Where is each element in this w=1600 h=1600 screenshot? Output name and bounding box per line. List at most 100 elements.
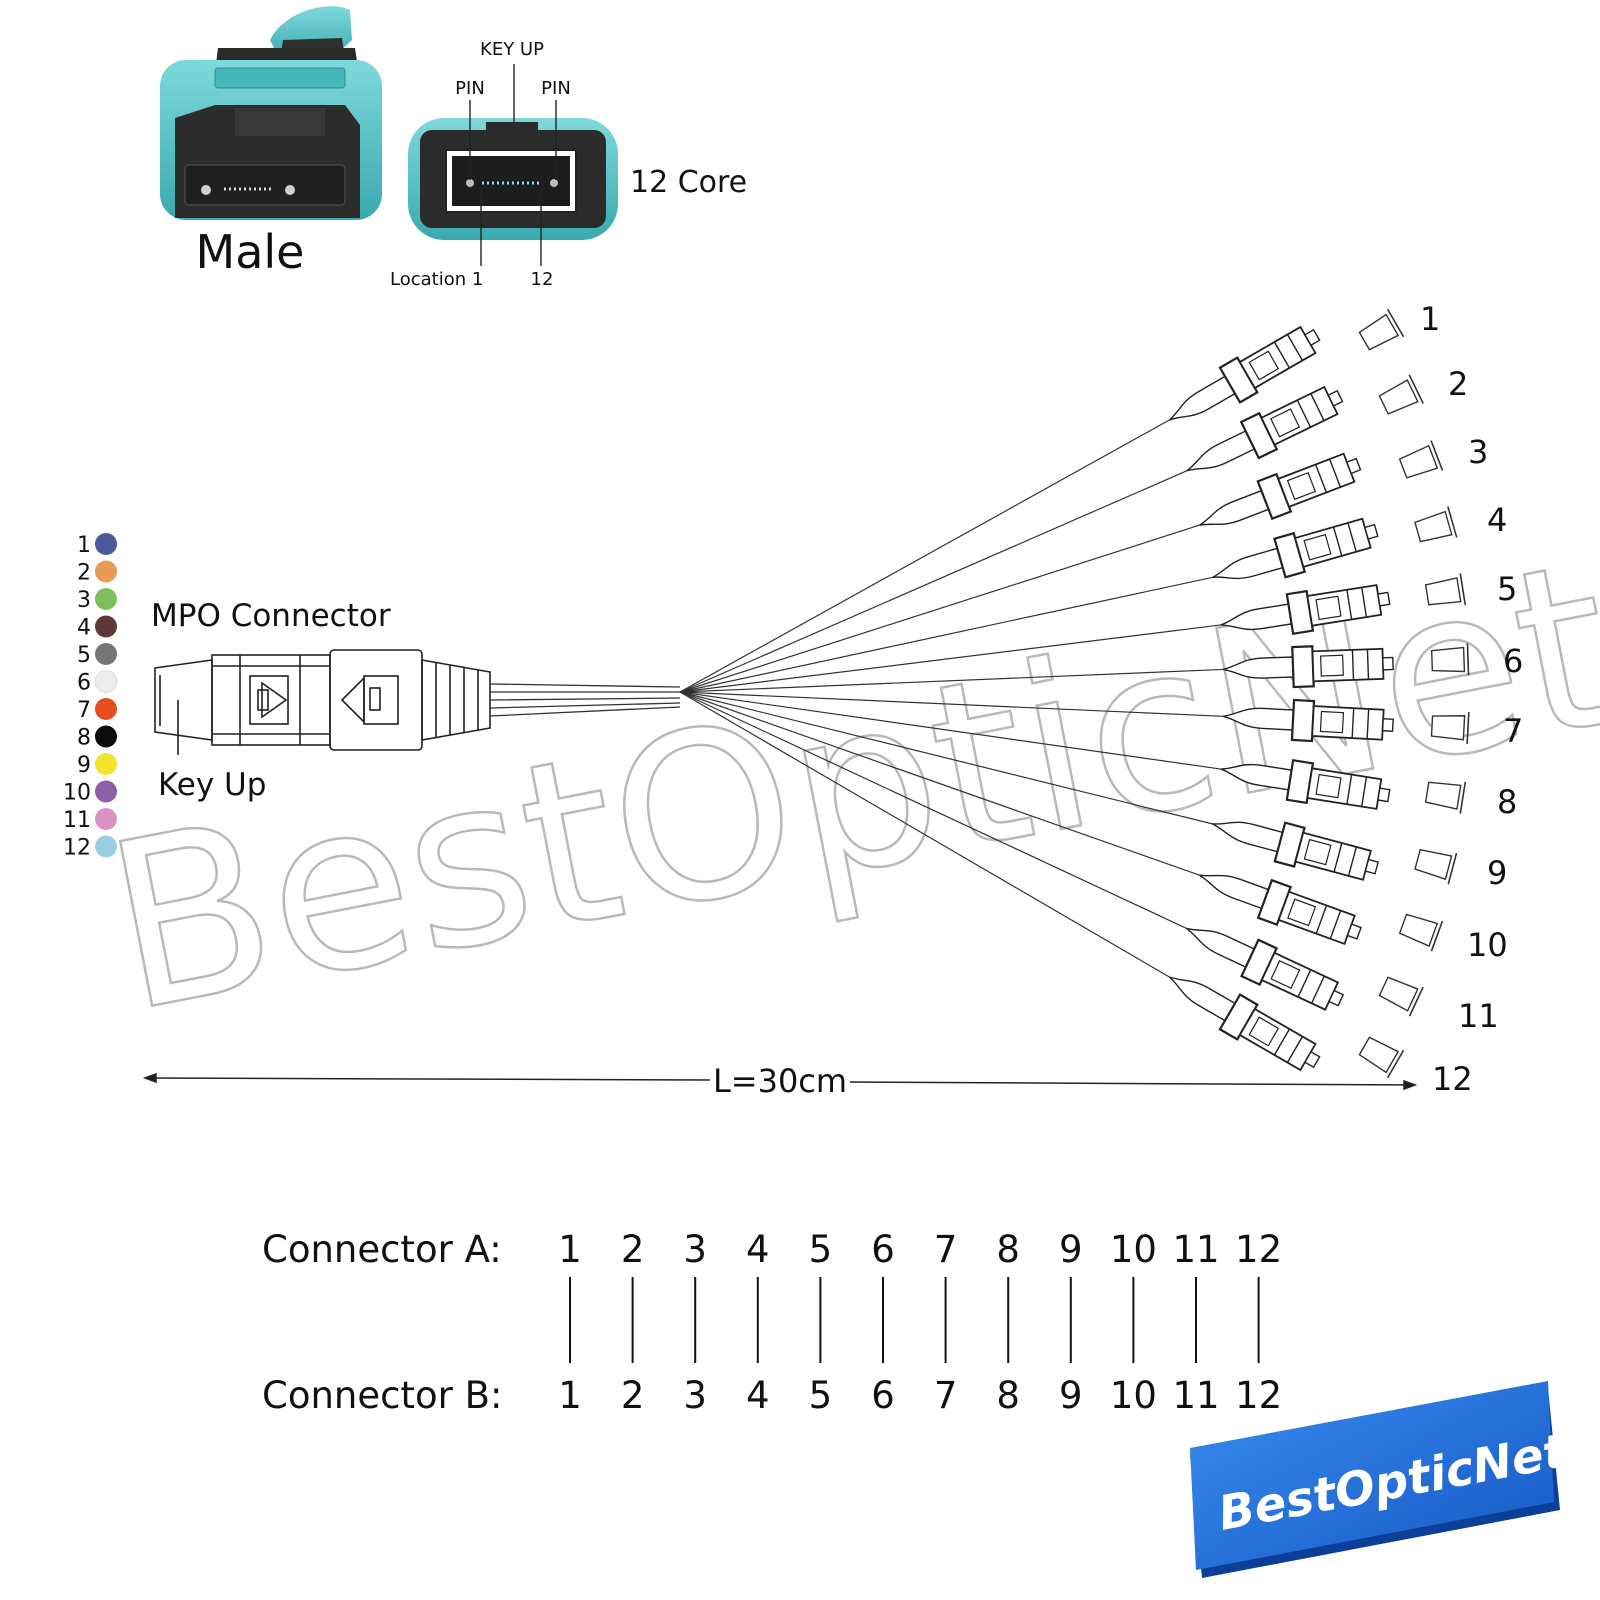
connector-b-pin: 11	[1172, 1374, 1219, 1417]
connector-b-pin: 2	[621, 1374, 645, 1417]
sc-connector	[1220, 758, 1391, 810]
connector-a-label: Connector A:	[262, 1228, 502, 1271]
sc-connector	[1212, 517, 1379, 580]
fiber-end-label: 5	[1497, 570, 1517, 608]
legend-number: 12	[63, 836, 91, 861]
connector-a-pin: 12	[1235, 1228, 1282, 1271]
legend-swatch	[95, 780, 117, 803]
connector-a-pin: 5	[809, 1228, 833, 1271]
fiber-end-label: 6	[1503, 642, 1523, 680]
dust-cap	[1424, 573, 1467, 606]
connector-b-pin: 5	[809, 1374, 833, 1417]
connector-a-pin: 1	[558, 1228, 582, 1271]
dust-cap	[1424, 781, 1467, 814]
legend-number: 6	[77, 671, 91, 696]
fiber-end-label: 12	[1432, 1060, 1473, 1098]
connector-b-pin: 3	[683, 1374, 707, 1417]
length-label: L=30cm	[713, 1062, 847, 1100]
fiber-end-label: 4	[1487, 501, 1507, 539]
connector-a-pin: 10	[1110, 1228, 1157, 1271]
sc-connector	[1198, 874, 1362, 946]
connector-b-pin: 4	[746, 1374, 770, 1417]
trunk-cable	[489, 683, 681, 717]
legend-swatch	[95, 533, 117, 555]
mpo-connector-label: MPO Connector	[151, 598, 391, 634]
brand-badge: BestOpticNet	[1190, 1381, 1572, 1578]
legend-swatch	[95, 615, 117, 638]
connector-a-pin: 11	[1172, 1228, 1219, 1271]
connector-b-pin: 1	[558, 1374, 582, 1417]
legend-number: 3	[77, 588, 91, 613]
fiber-end-label: 2	[1448, 365, 1468, 403]
dust-cap	[1398, 440, 1444, 479]
sc-connector	[1168, 976, 1321, 1072]
fiber-line	[679, 691, 1224, 717]
connector-b-pin: 6	[871, 1374, 895, 1417]
pin-left-label: PIN	[455, 78, 485, 99]
dust-cap	[1430, 643, 1470, 676]
sc-connector	[1186, 385, 1344, 472]
dust-cap	[1378, 374, 1424, 415]
legend-swatch	[95, 753, 117, 775]
legend-swatch	[95, 588, 117, 610]
core-front-view	[408, 118, 618, 240]
dust-cap	[1414, 848, 1458, 885]
legend-number: 8	[77, 726, 91, 751]
legend-number: 7	[77, 698, 91, 723]
legend-swatch	[95, 725, 117, 748]
fiber-end-label: 9	[1487, 854, 1507, 892]
legend-swatch	[95, 808, 117, 830]
legend-number: 10	[63, 781, 91, 806]
core-leader-lines	[469, 64, 557, 266]
dust-cap	[1430, 711, 1470, 744]
connector-b-pin: 7	[934, 1374, 958, 1417]
dust-cap	[1414, 506, 1458, 543]
legend-number: 9	[77, 753, 91, 778]
connector-b-pin: 8	[996, 1374, 1020, 1417]
key-up-top-label: KEY UP	[480, 39, 544, 60]
fiber-line	[679, 668, 1224, 693]
legend-swatch	[95, 560, 117, 583]
fiber-end-label: 3	[1468, 433, 1488, 471]
fiber-line	[679, 576, 1213, 693]
legend-number: 4	[77, 616, 91, 641]
fiber-line	[679, 470, 1188, 693]
fiber-end-label: 10	[1467, 926, 1508, 964]
fiber-end-label: 7	[1503, 712, 1523, 750]
fiber-line	[679, 524, 1200, 693]
fiber-line	[679, 691, 1221, 770]
connector-b-pin: 12	[1235, 1374, 1282, 1417]
core-count-label: 12 Core	[630, 165, 747, 200]
fiber-line	[679, 419, 1170, 693]
connector-a-pin: 9	[1059, 1228, 1083, 1271]
sc-connector	[1220, 584, 1391, 636]
sc-connector	[1212, 821, 1380, 881]
dust-cap	[1398, 913, 1444, 952]
fiber-end-label: 8	[1497, 783, 1517, 821]
male-label: Male	[196, 225, 305, 279]
legend-number: 1	[77, 533, 91, 558]
connector-b-pin: 9	[1059, 1374, 1083, 1417]
connector-b-pin: 10	[1110, 1374, 1157, 1417]
fiber-line	[679, 624, 1221, 693]
dust-cap	[1358, 1036, 1405, 1079]
connector-b-label: Connector B:	[262, 1374, 502, 1417]
connector-a-pin: 4	[746, 1228, 770, 1271]
pin-right-label: PIN	[541, 78, 571, 99]
connector-a-pin: 3	[683, 1228, 707, 1271]
connector-a-pin: 2	[621, 1228, 645, 1271]
legend-swatch	[95, 698, 117, 720]
legend-swatch	[94, 670, 118, 693]
sc-connector	[1199, 452, 1362, 526]
fiber-line	[679, 691, 1187, 929]
male-connector-image	[160, 6, 382, 220]
connector-a-pin: 8	[996, 1228, 1020, 1271]
fiber-line	[679, 691, 1200, 876]
legend-number: 5	[77, 643, 91, 668]
connector-a-pin: 6	[871, 1228, 895, 1271]
length-dimension	[142, 1072, 1418, 1091]
